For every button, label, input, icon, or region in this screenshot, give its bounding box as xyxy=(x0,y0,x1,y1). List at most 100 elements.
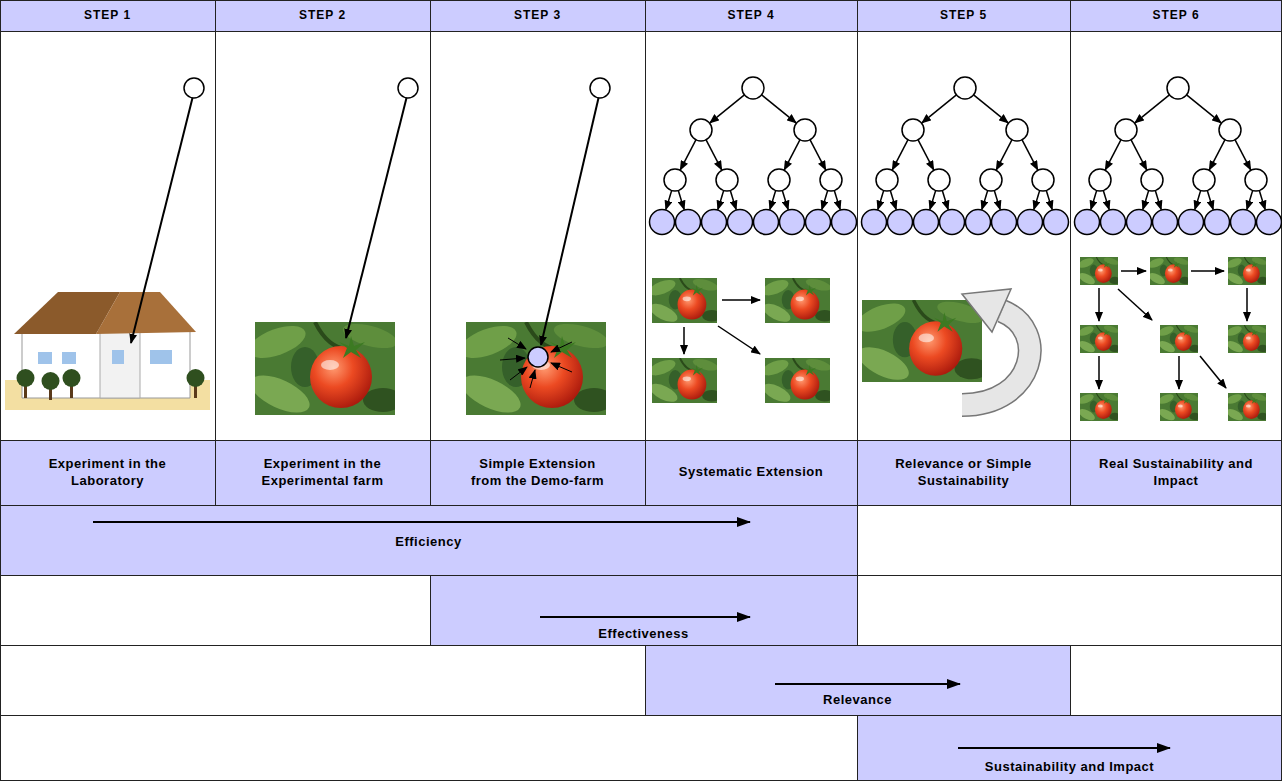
single-source-arrows-part xyxy=(500,338,572,388)
leaf-circle xyxy=(1127,210,1152,235)
tree-arrow xyxy=(666,191,672,210)
tree-arrow xyxy=(890,191,896,210)
tree-arrow xyxy=(1135,95,1170,123)
grid-lines-part xyxy=(857,505,858,575)
single-source-arrows-part-part xyxy=(510,367,527,380)
step-label-text: Experiment in the Experimental farm xyxy=(233,456,412,489)
feedback-arrow xyxy=(962,289,1030,405)
spread-arrows-part xyxy=(1191,270,1224,272)
band-arrows-part xyxy=(775,683,960,685)
tree-circle xyxy=(664,169,686,191)
single-source-arrows-part xyxy=(541,98,599,345)
grid-lines-part xyxy=(857,715,858,781)
step-label: Experiment in the Laboratory xyxy=(0,440,215,505)
tree-arrow xyxy=(1207,191,1213,210)
tree-arrow xyxy=(930,191,936,210)
leaf-circle xyxy=(1153,210,1178,235)
tree-circle xyxy=(954,77,976,99)
tomato-photos-part xyxy=(1157,324,1200,354)
tree-circle xyxy=(1141,169,1163,191)
grid-lines-part xyxy=(645,645,646,715)
tree-circle xyxy=(1089,169,1111,191)
step-label-text: Real Sustainability and Impact xyxy=(1088,456,1264,489)
leaf-circle xyxy=(1101,210,1126,235)
spread-arrows-part xyxy=(1200,356,1226,388)
tomato-photos-part xyxy=(1077,324,1120,354)
grid-lines-part xyxy=(0,0,1282,1)
leaf-circle xyxy=(1205,210,1230,235)
tomato-photos-part xyxy=(853,297,989,386)
leaf-circle xyxy=(1257,210,1282,235)
spread-arrows-part xyxy=(683,327,685,354)
tree-arrow xyxy=(710,95,745,123)
tomato-photos-part xyxy=(760,357,834,406)
spread-arrows-part xyxy=(1098,356,1100,389)
step-title: STEP 2 xyxy=(299,8,346,22)
step-label: Systematic Extension xyxy=(645,440,857,505)
hierarchy-tree xyxy=(862,77,1069,235)
single-source-arrows-part xyxy=(131,98,193,343)
tree-arrow xyxy=(942,191,948,210)
leaf-circle xyxy=(728,210,753,235)
tree-arrow xyxy=(1103,191,1109,210)
cell-fills-part xyxy=(430,575,857,645)
tree-arrow xyxy=(706,140,722,170)
leaf-circle xyxy=(702,210,727,235)
single-source-arrows-part-part xyxy=(551,342,572,352)
house-illustration-part xyxy=(38,352,52,364)
tree-arrow xyxy=(1209,140,1225,170)
step-header: STEP 4 xyxy=(645,0,857,31)
tree-arrow xyxy=(1034,191,1040,210)
tree-arrow xyxy=(810,140,826,170)
house-illustration xyxy=(5,292,210,410)
step-label: Relevance or Simple Sustainability xyxy=(857,440,1070,505)
tree-arrow xyxy=(784,140,800,170)
house-illustration-part xyxy=(187,369,205,387)
tree-arrow xyxy=(1195,191,1201,210)
leaf-circle xyxy=(806,210,831,235)
band-arrows-part xyxy=(93,521,750,523)
step-label-text: Simple Extension from the Demo-farm xyxy=(465,456,610,489)
step-label-text: Experiment in the Laboratory xyxy=(18,456,197,489)
single-source-arrows-part-part xyxy=(551,363,572,372)
house-illustration-part xyxy=(96,292,196,334)
step-header: STEP 2 xyxy=(215,0,430,31)
grid-lines-part xyxy=(215,0,216,505)
tree-arrow xyxy=(730,191,736,210)
step-title: STEP 3 xyxy=(514,8,561,22)
band-arrows-part xyxy=(958,747,1170,749)
cell-fills-part xyxy=(857,715,1282,781)
criterion-band: Sustainability and Impact xyxy=(857,715,1282,781)
house-illustration-part xyxy=(42,372,60,390)
criterion-band: Efficiency xyxy=(0,505,857,575)
criterion-text: Effectiveness xyxy=(598,626,688,642)
single-source-arrows-part xyxy=(398,78,418,98)
cell-fills-part xyxy=(0,505,857,575)
tree-arrow xyxy=(1131,140,1147,170)
tree-arrow xyxy=(892,140,908,170)
tree-arrow xyxy=(770,191,776,210)
criterion-text: Sustainability and Impact xyxy=(985,759,1154,775)
leaf-circle xyxy=(754,210,779,235)
leaf-circle xyxy=(1075,210,1100,235)
tree-circle xyxy=(716,169,738,191)
house-illustration-part xyxy=(62,352,76,364)
grid-lines-part xyxy=(0,780,1282,781)
leaf-circle xyxy=(650,210,675,235)
tomato-photos-part xyxy=(244,319,403,420)
tree-arrow xyxy=(1235,140,1251,170)
house-illustration-part xyxy=(63,369,81,387)
tree-circle xyxy=(1032,169,1054,191)
tomato-photos xyxy=(244,256,1268,422)
single-source-arrows-part xyxy=(346,98,407,338)
criterion-text: Efficiency xyxy=(395,534,461,550)
tree-circle xyxy=(876,169,898,191)
tomato-photos-part xyxy=(647,357,721,406)
tree-circle xyxy=(1167,77,1189,99)
single-source-arrows-part xyxy=(528,347,548,367)
hierarchy-tree xyxy=(1075,77,1282,235)
step-label: Experiment in the Experimental farm xyxy=(215,440,430,505)
